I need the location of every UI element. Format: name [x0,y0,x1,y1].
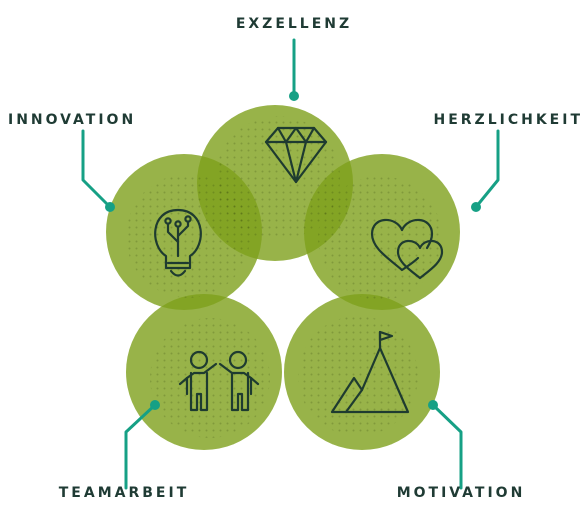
dot-textures [126,116,442,438]
label-right: HERZLICHKEIT [433,112,583,128]
hearts-icon [370,218,444,280]
label-bottom-left: TEAMARBEIT [59,485,190,501]
labels: EXZELLENZ INNOVATION HERZLICHKEIT TEAMAR… [8,16,583,501]
label-left: INNOVATION [8,112,136,128]
connector-bottom-left [124,403,157,490]
connectors [81,38,500,490]
node-bottom-left [150,400,160,410]
lightbulb-circuit-icon [154,208,202,277]
label-top: EXZELLENZ [236,16,352,32]
node-bottom-right [428,400,438,410]
icons [154,126,444,414]
two-people-icon [178,350,260,412]
node-top [289,91,299,101]
label-bottom-right: MOTIVATION [397,485,526,501]
diamond-icon [264,126,328,184]
connector-bottom-right [431,403,463,490]
node-right [471,202,481,212]
connector-left [81,129,112,209]
mountain-flag-icon [330,330,410,414]
node-left [105,202,115,212]
connector-right [474,129,500,209]
